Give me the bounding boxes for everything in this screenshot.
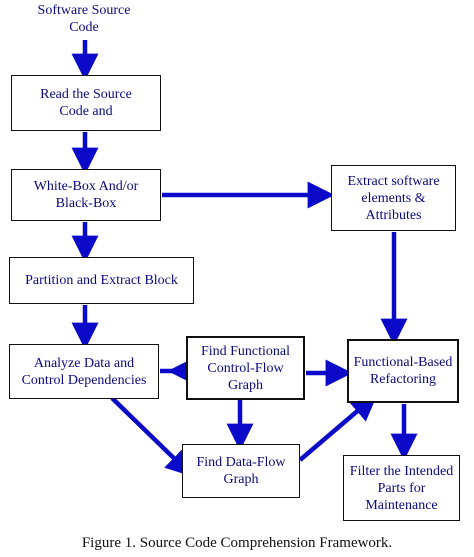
node-partition-extract-label: Partition and Extract Block: [25, 273, 178, 288]
node-functional-refactoring: Functional-Based Refactoring: [347, 339, 459, 403]
node-analyze-dependencies-label: Analyze Data and Control Dependencies: [21, 355, 147, 388]
node-extract-elements: Extract software elements & Attributes: [331, 165, 456, 231]
node-extract-elements-label: Extract software elements & Attributes: [347, 173, 440, 223]
node-data-flow-graph: Find Data-Flow Graph: [182, 444, 300, 498]
node-filter-parts-label: Filter the Intended Parts for Maintenanc…: [349, 463, 454, 513]
node-read-source-label: Read the Source Code and: [40, 87, 132, 119]
figure-caption: Figure 1. Source Code Comprehension Fram…: [81, 535, 393, 551]
software-source-code-label: Software Source Code: [37, 3, 131, 35]
arrow-analyze-to-dataflow: [110, 396, 194, 477]
node-whitebox-blackbox: White-Box And/or Black-Box: [11, 169, 161, 221]
arrow-dataflow-to-refactoring: [298, 393, 378, 462]
node-filter-parts: Filter the Intended Parts for Maintenanc…: [343, 455, 460, 521]
node-read-source: Read the Source Code and: [11, 75, 161, 131]
node-data-flow-graph-label: Find Data-Flow Graph: [196, 455, 286, 487]
node-analyze-dependencies: Analyze Data and Control Dependencies: [9, 344, 159, 399]
node-partition-extract: Partition and Extract Block: [9, 257, 194, 304]
node-control-flow-graph: Find Functional Control-Flow Graph: [186, 336, 305, 400]
node-whitebox-blackbox-label: White-Box And/or Black-Box: [33, 179, 139, 211]
node-control-flow-graph-label: Find Functional Control-Flow Graph: [200, 343, 291, 393]
node-functional-refactoring-label: Functional-Based Refactoring: [353, 355, 453, 387]
